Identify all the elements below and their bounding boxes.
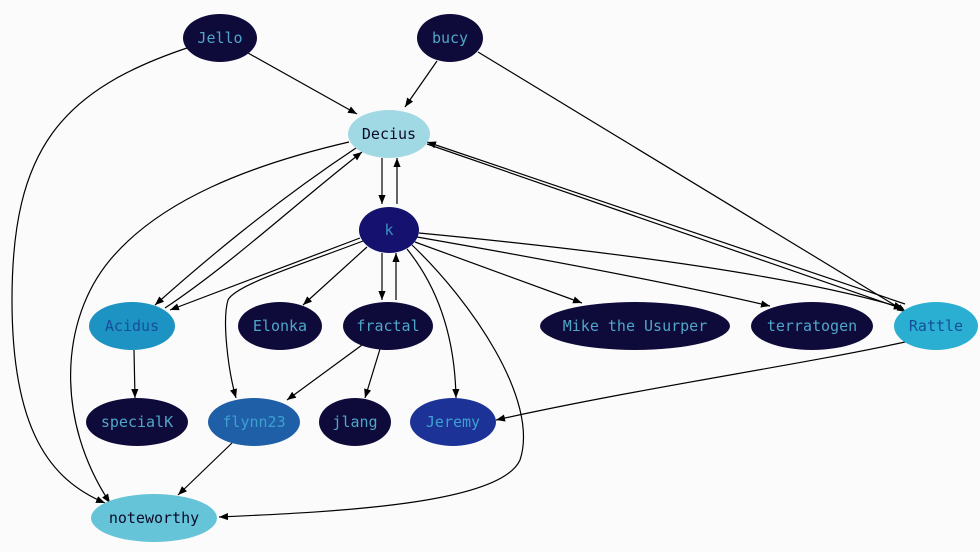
edge-line xyxy=(418,232,904,309)
edge-k-to-rattle xyxy=(418,232,904,309)
edge-line xyxy=(11,46,191,504)
edge-line xyxy=(164,151,363,309)
edge-line xyxy=(154,147,357,306)
node-label: fractal xyxy=(356,317,419,335)
node-jlang[interactable]: jlang xyxy=(319,398,391,446)
edge-line xyxy=(286,344,363,401)
node-shape xyxy=(410,398,496,446)
node-shape xyxy=(86,398,188,446)
node-shape xyxy=(751,302,873,350)
node-terratogen[interactable]: terratogen xyxy=(751,302,873,350)
edge-decius-to-noteworthy xyxy=(70,141,350,504)
edge-line xyxy=(426,141,906,305)
node-shape xyxy=(894,302,978,350)
edge-k-to-elonka xyxy=(302,246,368,306)
edge-jello-to-decius xyxy=(247,52,358,115)
edge-flynn23-to-noteworthy xyxy=(177,442,233,496)
edge-k-to-acidus xyxy=(169,237,361,311)
edge-fractal-to-jlang xyxy=(364,348,381,399)
edge-bucy-to-rattle xyxy=(477,51,907,313)
edge-line xyxy=(477,51,907,313)
node-rattle[interactable]: Rattle xyxy=(894,302,978,350)
edge-line xyxy=(414,241,583,304)
node-shape xyxy=(238,302,322,350)
node-label: bucy xyxy=(432,29,468,47)
node-label: Acidus xyxy=(105,317,159,335)
node-bucy[interactable]: bucy xyxy=(417,14,483,62)
edge-acidus-to-decius xyxy=(164,151,363,309)
node-decius[interactable]: Decius xyxy=(348,110,430,158)
node-shape xyxy=(183,14,257,62)
node-label: Jello xyxy=(197,29,242,47)
edge-k-to-terratogen xyxy=(416,236,771,308)
node-label: Decius xyxy=(362,125,416,143)
node-shape xyxy=(348,110,430,158)
node-elonka[interactable]: Elonka xyxy=(238,302,322,350)
node-shape xyxy=(208,398,300,446)
edge-decius-to-rattle xyxy=(426,143,904,310)
node-label: flynn23 xyxy=(222,413,285,431)
edge-line xyxy=(177,442,233,496)
edge-k-to-jeremy xyxy=(406,248,460,399)
node-jeremy[interactable]: Jeremy xyxy=(410,398,496,446)
node-shape xyxy=(91,494,217,542)
edge-line xyxy=(406,248,460,399)
node-shape xyxy=(540,302,730,350)
edge-line xyxy=(364,348,381,399)
node-shape xyxy=(359,207,419,253)
node-label: Elonka xyxy=(253,317,307,335)
node-label: noteworthy xyxy=(109,509,199,527)
edge-acidus-to-specialk xyxy=(131,349,139,399)
node-shape xyxy=(319,398,391,446)
node-jello[interactable]: Jello xyxy=(183,14,257,62)
edge-bucy-to-decius xyxy=(404,60,438,108)
node-label: Rattle xyxy=(909,317,963,335)
edge-line xyxy=(426,143,904,310)
node-label: Mike the Usurper xyxy=(563,317,708,335)
node-label: Jeremy xyxy=(426,413,480,431)
edge-rattle-to-jeremy xyxy=(495,341,906,422)
node-specialk[interactable]: specialK xyxy=(86,398,188,446)
edge-line xyxy=(416,236,771,308)
node-label: k xyxy=(384,221,393,239)
node-k[interactable]: k xyxy=(359,207,419,253)
edge-k-to-mike xyxy=(414,241,583,304)
edge-k-to-flynn23 xyxy=(224,240,364,399)
node-acidus[interactable]: Acidus xyxy=(89,302,175,350)
edge-rattle-to-decius xyxy=(426,141,906,305)
node-flynn23[interactable]: flynn23 xyxy=(208,398,300,446)
edge-line xyxy=(247,52,358,115)
edge-line xyxy=(131,349,139,399)
node-label: terratogen xyxy=(767,317,857,335)
node-shape xyxy=(343,302,433,350)
edges-layer xyxy=(11,46,907,521)
edge-line xyxy=(302,246,368,306)
edge-k-to-noteworthy xyxy=(218,244,525,521)
node-label: specialK xyxy=(101,413,173,431)
node-fractal[interactable]: fractal xyxy=(343,302,433,350)
edge-line xyxy=(495,341,906,422)
edge-line xyxy=(224,240,364,399)
edge-line xyxy=(218,244,525,521)
node-noteworthy[interactable]: noteworthy xyxy=(91,494,217,542)
edge-line xyxy=(169,237,361,311)
edge-decius-to-acidus xyxy=(154,147,357,306)
node-label: jlang xyxy=(332,413,377,431)
edge-fractal-to-flynn23 xyxy=(286,344,363,401)
edge-jello-to-noteworthy xyxy=(11,46,191,504)
edge-line xyxy=(70,141,350,504)
node-shape xyxy=(89,302,175,350)
node-mike-the-usurper[interactable]: Mike the Usurper xyxy=(540,302,730,350)
edge-line xyxy=(404,60,438,108)
node-shape xyxy=(417,14,483,62)
